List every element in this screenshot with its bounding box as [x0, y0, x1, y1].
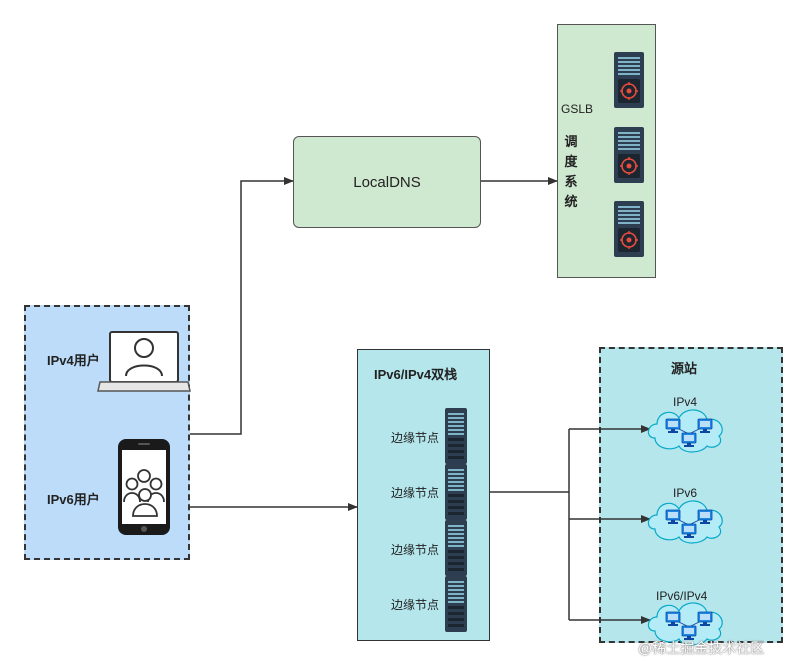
phone-users-icon	[118, 439, 170, 535]
ipv6-network-cloud-icon	[648, 501, 722, 543]
dual-stack-title: IPv6/IPv4双栈	[374, 367, 458, 382]
edge-node-label: 边缘节点	[391, 598, 440, 612]
gslb-server-icon	[613, 200, 645, 258]
gslb-title: GSLB	[561, 102, 594, 116]
edge-server-icon	[445, 464, 467, 520]
laptop-user-icon	[97, 331, 191, 392]
ipv6-user-label: IPv6用户	[47, 492, 100, 507]
edge-node-label: 边缘节点	[391, 543, 440, 557]
gslb-server-icon	[613, 126, 645, 184]
gslb-system-char: 系	[564, 174, 578, 189]
origin-network-label: IPv4	[673, 395, 698, 409]
local-dns-box: LocalDNS	[293, 136, 481, 228]
local-dns-label: LocalDNS	[353, 173, 421, 191]
edge-server-icon	[445, 576, 467, 632]
gslb-system-char: 度	[564, 154, 578, 169]
ipv4-to-localdns-arrow	[190, 177, 294, 435]
gslb-server-icon	[613, 51, 645, 109]
edge-server-icon	[445, 520, 467, 576]
origin-title: 源站	[671, 361, 698, 376]
ipv4-user-label: IPv4用户	[47, 353, 100, 368]
watermark-text: @稀土掘金技术社区	[638, 640, 765, 656]
dual-stack-box	[357, 349, 490, 641]
gslb-system-char: 调	[564, 134, 578, 149]
edge-node-label: 边缘节点	[391, 486, 440, 500]
origin-network-label: IPv6/IPv4	[656, 589, 708, 603]
edge-server-icon	[445, 408, 467, 464]
gslb-system-char: 统	[564, 194, 578, 209]
edge-node-label: 边缘节点	[391, 431, 440, 445]
gslb-system-label: 调 度 系 统	[563, 132, 579, 212]
origin-network-label: IPv6	[673, 486, 698, 500]
ipv4-network-cloud-icon	[648, 410, 722, 452]
